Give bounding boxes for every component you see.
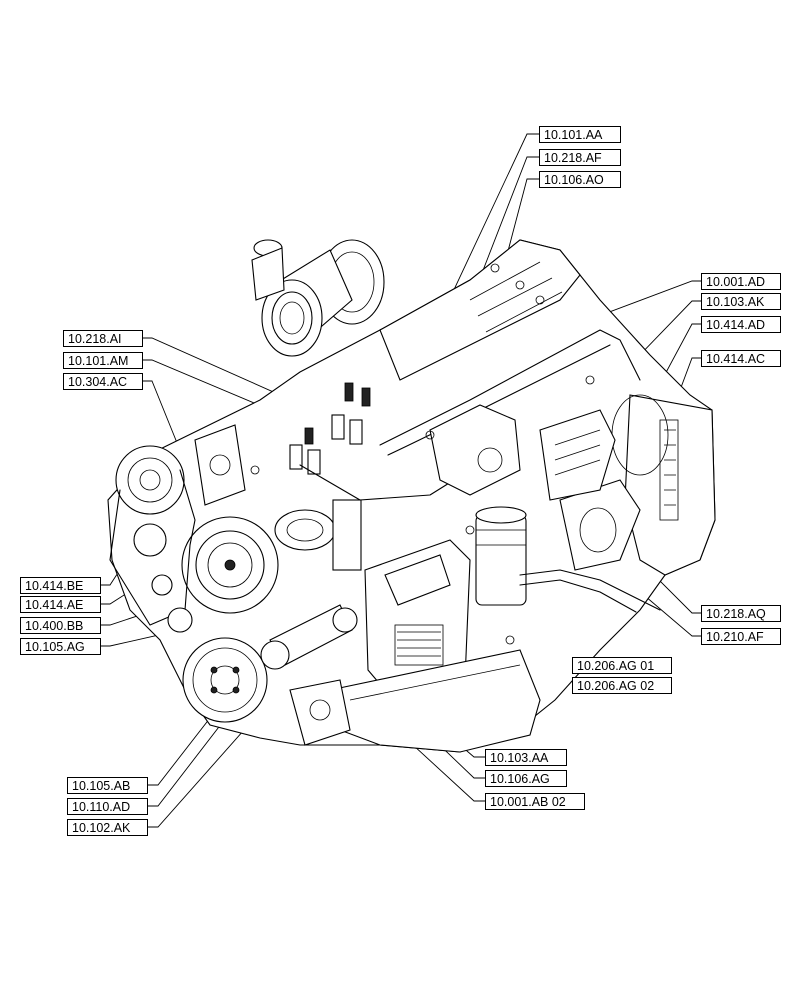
label-10-106-ao: 10.106.AO	[539, 171, 621, 188]
label-10-103-aa: 10.103.AA	[485, 749, 567, 766]
label-10-400-bb: 10.400.BB	[20, 617, 101, 634]
label-10-101-am: 10.101.AM	[63, 352, 143, 369]
label-10-210-af: 10.210.AF	[701, 628, 781, 645]
oil-filter	[475, 506, 527, 606]
turbocharger	[251, 239, 385, 357]
label-10-414-ad: 10.414.AD	[701, 316, 781, 333]
label-10-001-ab-02: 10.001.AB 02	[485, 793, 585, 810]
label-10-414-ae: 10.414.AE	[20, 596, 101, 613]
label-10-110-ad: 10.110.AD	[67, 798, 148, 815]
label-10-103-ak: 10.103.AK	[701, 293, 781, 310]
label-10-101-aa: 10.101.AA	[539, 126, 621, 143]
label-10-206-ag-02: 10.206.AG 02	[572, 677, 672, 694]
label-10-102-ak: 10.102.AK	[67, 819, 148, 836]
front-gear	[182, 637, 268, 723]
label-10-218-ai: 10.218.AI	[63, 330, 143, 347]
label-10-218-aq: 10.218.AQ	[701, 605, 781, 622]
label-10-105-ab: 10.105.AB	[67, 777, 148, 794]
label-10-106-ag: 10.106.AG	[485, 770, 567, 787]
ecu	[364, 539, 471, 691]
label-10-105-ag: 10.105.AG	[20, 638, 101, 655]
label-10-304-ac: 10.304.AC	[63, 373, 143, 390]
valve-springs	[274, 382, 371, 571]
label-10-218-af: 10.218.AF	[539, 149, 621, 166]
crankshaft-pulley	[181, 516, 279, 614]
label-10-414-ac: 10.414.AC	[701, 350, 781, 367]
alternator	[115, 445, 185, 515]
label-10-414-be: 10.414.BE	[20, 577, 101, 594]
label-10-206-ag-01: 10.206.AG 01	[572, 657, 672, 674]
bolts	[250, 263, 595, 645]
label-10-001-ad: 10.001.AD	[701, 273, 781, 290]
engine-body	[107, 239, 716, 753]
